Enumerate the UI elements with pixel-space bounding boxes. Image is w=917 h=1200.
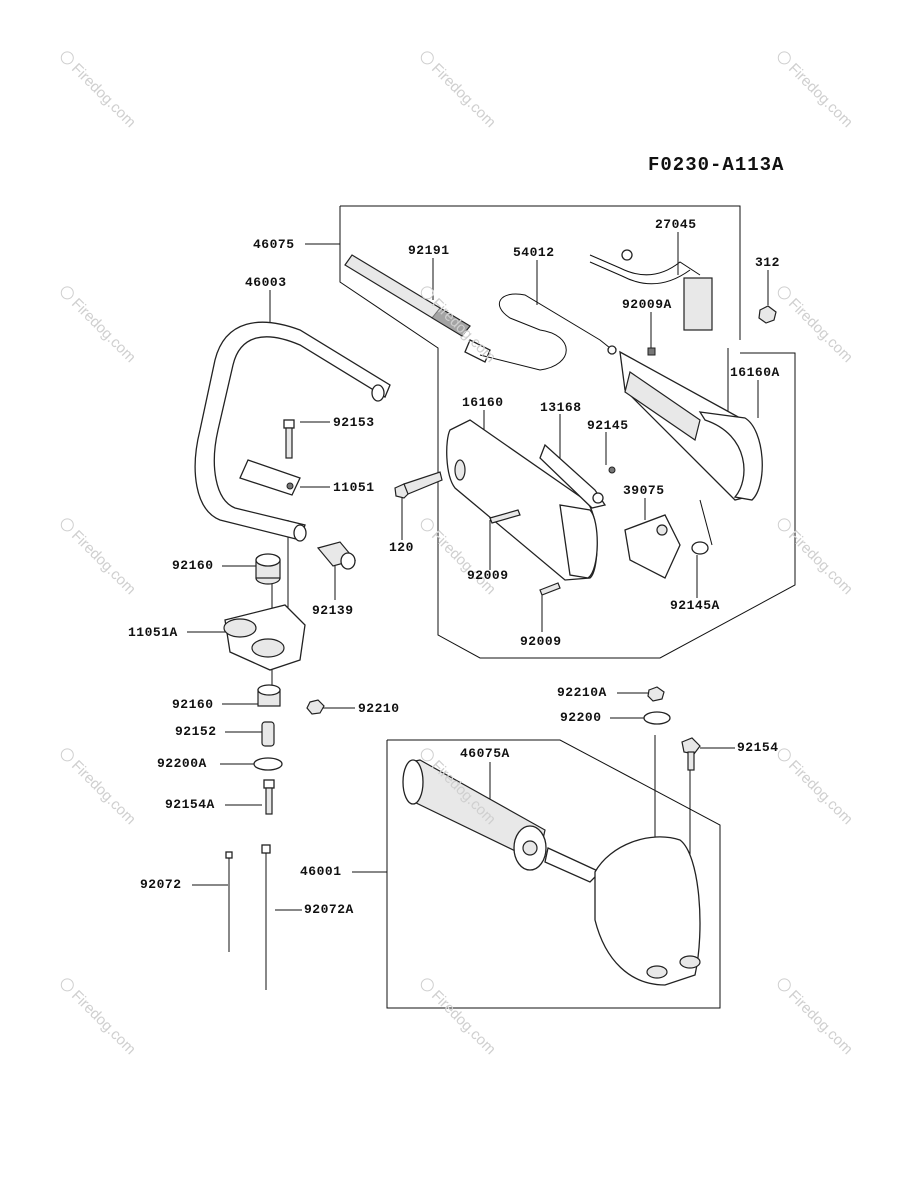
washer-92200A	[253, 757, 283, 771]
cable-tie-92072	[225, 851, 233, 952]
grip-46075A	[402, 759, 547, 871]
part-label-92210[interactable]: 92210	[358, 701, 400, 716]
pipe-92191	[344, 254, 491, 363]
clamp-11051	[239, 459, 301, 496]
diagram-code: F0230-A113A	[648, 154, 785, 176]
bracket-11051A	[223, 604, 306, 671]
part-label-92153[interactable]: 92153	[333, 415, 375, 430]
lever-13168	[539, 443, 607, 509]
part-label-39075[interactable]: 39075	[623, 483, 665, 498]
part-label-46003[interactable]: 46003	[245, 275, 287, 290]
handle-46001	[544, 836, 701, 986]
part-label-92210A[interactable]: 92210A	[557, 685, 607, 700]
part-label-92139[interactable]: 92139	[312, 603, 354, 618]
nut-312	[758, 305, 777, 324]
part-label-46075[interactable]: 46075	[253, 237, 295, 252]
part-label-54012[interactable]: 54012	[513, 245, 555, 260]
part-label-92160-bottom[interactable]: 92160	[172, 697, 214, 712]
spacer-92139	[316, 541, 357, 570]
bolt-120	[394, 471, 443, 499]
part-label-92154[interactable]: 92154	[737, 740, 779, 755]
rubber-92160-top	[255, 553, 281, 585]
part-label-92200[interactable]: 92200	[560, 710, 602, 725]
part-label-92160-top[interactable]: 92160	[172, 558, 214, 573]
part-label-46001[interactable]: 46001	[300, 864, 342, 879]
screw-92009-upper	[489, 509, 521, 524]
bolt-92154A	[263, 779, 275, 815]
screw-92009A	[647, 347, 656, 356]
part-label-11051[interactable]: 11051	[333, 480, 375, 495]
throttle-cable-54012	[479, 293, 617, 371]
case-16160	[446, 419, 598, 581]
wire-27045	[589, 249, 713, 331]
spring-92145A	[691, 541, 709, 555]
part-label-16160[interactable]: 16160	[462, 395, 504, 410]
part-label-92154A[interactable]: 92154A	[165, 797, 215, 812]
part-label-16160A[interactable]: 16160A	[730, 365, 780, 380]
bolt-92153	[283, 419, 295, 459]
case-16160A	[619, 350, 763, 501]
collar-92152	[261, 721, 275, 747]
part-label-46075A[interactable]: 46075A	[460, 746, 510, 761]
bolt-92154	[681, 737, 701, 771]
part-label-92191[interactable]: 92191	[408, 243, 450, 258]
part-label-13168[interactable]: 13168	[540, 400, 582, 415]
assembly-outline-upper	[339, 205, 796, 659]
screw-92009-lower	[539, 582, 561, 596]
part-label-11051A[interactable]: 11051A	[128, 625, 178, 640]
part-label-92200A[interactable]: 92200A	[157, 756, 207, 771]
part-label-92009-upper[interactable]: 92009	[467, 568, 509, 583]
nut-92210A	[647, 686, 665, 702]
part-label-92152[interactable]: 92152	[175, 724, 217, 739]
loop-handle-46003	[194, 321, 391, 542]
part-label-312[interactable]: 312	[755, 255, 780, 270]
part-label-92145A[interactable]: 92145A	[670, 598, 720, 613]
part-label-92072A[interactable]: 92072A	[304, 902, 354, 917]
nut-92210	[306, 699, 325, 715]
switch-39075	[624, 514, 681, 579]
part-label-92072[interactable]: 92072	[140, 877, 182, 892]
screw-92145	[608, 466, 616, 474]
part-label-92145[interactable]: 92145	[587, 418, 629, 433]
part-label-120[interactable]: 120	[389, 540, 414, 555]
part-label-92009-lower[interactable]: 92009	[520, 634, 562, 649]
part-label-92009A[interactable]: 92009A	[622, 297, 672, 312]
cable-tie-92072A	[261, 844, 271, 990]
part-label-27045[interactable]: 27045	[655, 217, 697, 232]
rubber-92160-bottom	[257, 684, 281, 707]
assembly-outline-lower	[386, 739, 721, 1009]
washer-92200	[643, 711, 671, 725]
